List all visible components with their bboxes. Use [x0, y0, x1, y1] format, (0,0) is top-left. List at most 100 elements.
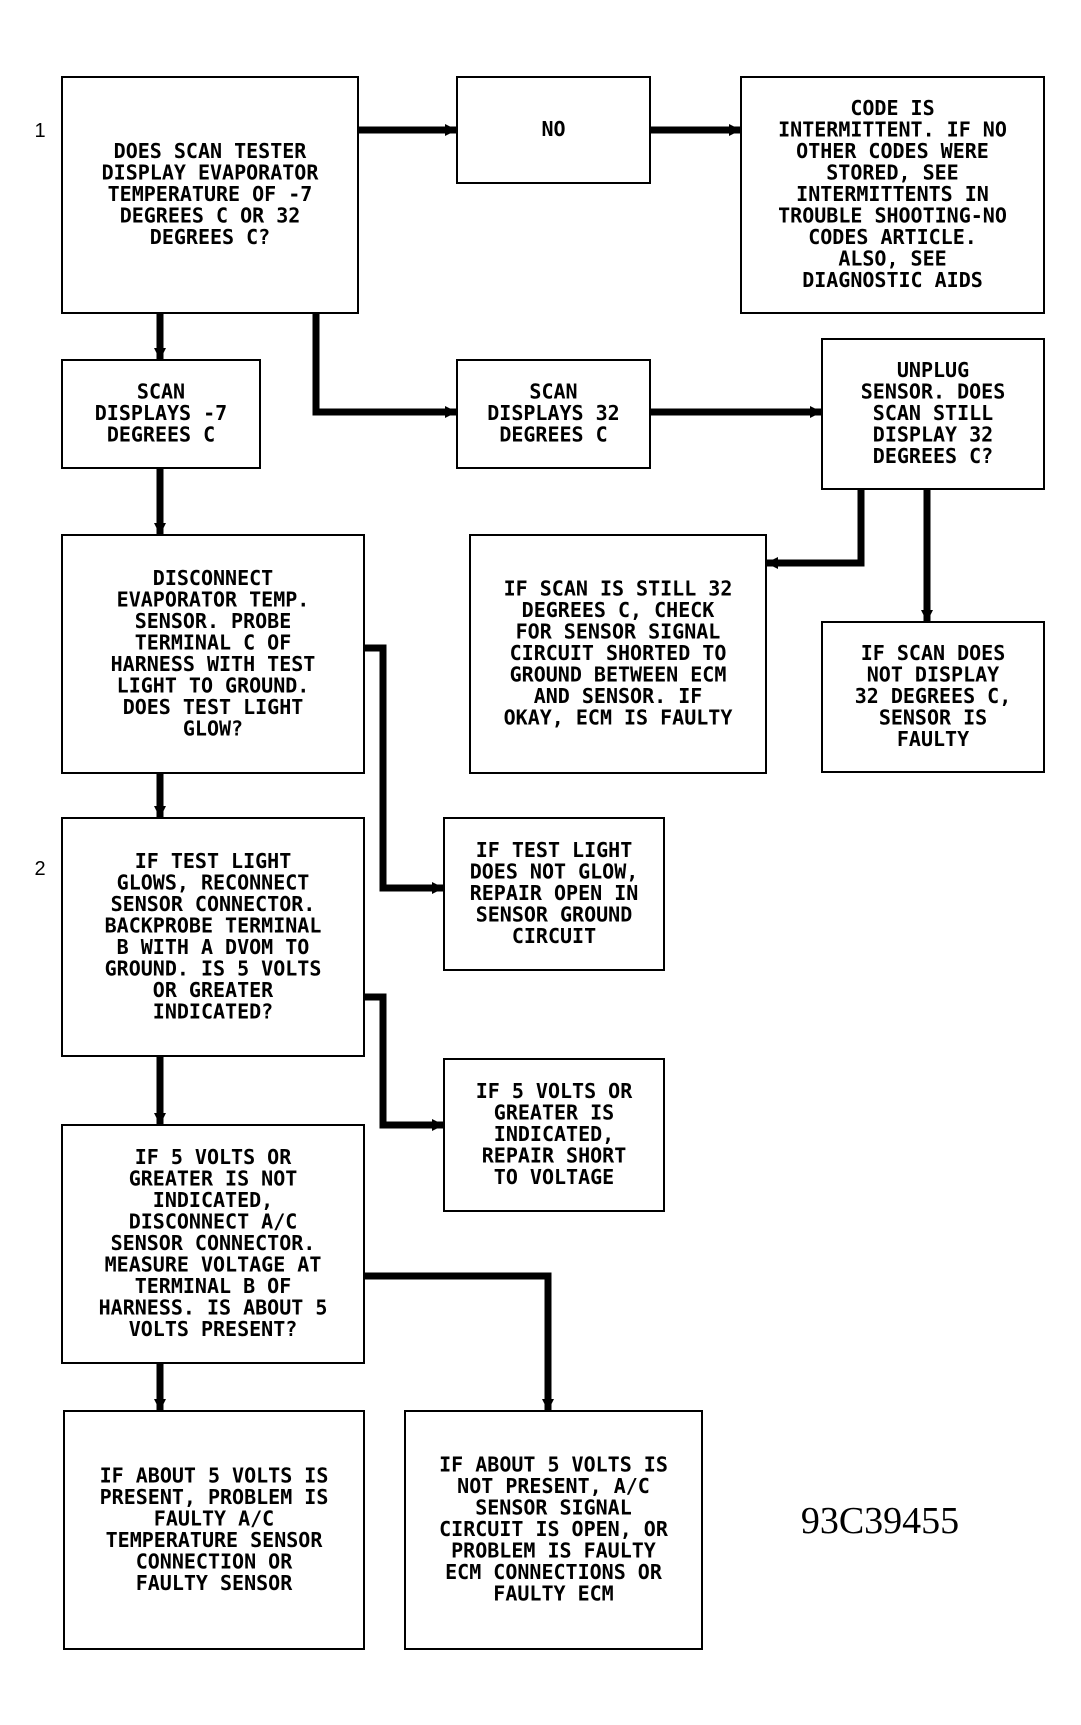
node-label-line: HARNESS WITH TEST: [111, 652, 316, 676]
node-label-line: INDICATED,: [153, 1188, 273, 1212]
node-label-line: UNPLUG: [897, 358, 969, 382]
node-label-line: EVAPORATOR TEMP.: [117, 587, 310, 611]
connectors: [154, 124, 933, 1411]
arrow-not-indicated-to-not-present: [364, 1272, 554, 1411]
node-label-line: CODE IS: [850, 96, 934, 120]
node-label-line: SENSOR. DOES: [861, 380, 1006, 404]
node-label-line: NO: [541, 117, 565, 141]
node-label-line: IF SCAN IS STILL 32: [504, 577, 733, 601]
node-label-line: INDICATED,: [494, 1122, 614, 1146]
node-label-line: TEMPERATURE OF -7: [108, 182, 313, 206]
node-label-line: GREATER IS: [494, 1101, 614, 1125]
node-label-line: SENSOR SIGNAL: [475, 1496, 632, 1520]
node-label-line: STORED, SEE: [826, 161, 958, 185]
node-label-line: DISPLAY EVAPORATOR: [102, 161, 320, 185]
node-label-line: MEASURE VOLTAGE AT: [105, 1253, 322, 1277]
node-label-line: INDICATED?: [153, 999, 273, 1023]
node-label-line: DISCONNECT: [153, 566, 273, 590]
node-label-line: SENSOR. PROBE: [135, 609, 292, 633]
node-label-line: INTERMITTENTS IN: [796, 182, 989, 206]
arrow-unplug-to-not-32: [921, 489, 933, 622]
node-box: [61, 1124, 365, 1364]
node-label-line: SCAN: [137, 380, 185, 404]
arrow-disconnect-to-glows: [154, 773, 166, 818]
node-label-line: GROUND BETWEEN ECM: [510, 663, 727, 687]
node-label-line: DISPLAYS 32: [487, 401, 619, 425]
node-no: NO: [456, 76, 651, 184]
node-label-line: OKAY, ECM IS FAULTY: [504, 706, 733, 730]
node-label-line: DIAGNOSTIC AIDS: [802, 268, 983, 292]
arrow-scan-minus7-to-disconnect: [154, 468, 166, 535]
node-box: [61, 534, 365, 774]
node-label-line: IF 5 VOLTS OR: [135, 1145, 292, 1169]
node-label-line: OR GREATER: [153, 978, 274, 1002]
arrow-glows-to-not-indicated: [154, 1056, 166, 1125]
node-label-line: DOES SCAN TESTER: [114, 139, 308, 163]
arrow-unplug-to-still-32: [766, 489, 865, 569]
node-label-line: SCAN STILL: [873, 401, 993, 425]
node-label-line: GLOWS, RECONNECT: [117, 870, 310, 894]
node-box: [63, 1410, 365, 1650]
node-label-line: NOT DISPLAY: [867, 663, 999, 687]
node-box: [821, 338, 1045, 490]
node-label-line: GROUND. IS 5 VOLTS: [105, 956, 322, 980]
node-label-line: TO VOLTAGE: [494, 1165, 614, 1189]
node-label-line: DISPLAYS -7: [95, 401, 227, 425]
arrow-scan-32-to-unplug: [650, 406, 822, 418]
node-label-line: 32 DEGREES C,: [855, 684, 1012, 708]
node-box: [61, 359, 261, 469]
node-label-line: SENSOR CONNECTOR.: [111, 1231, 316, 1255]
node-label-line: IF ABOUT 5 VOLTS IS: [439, 1453, 668, 1477]
node-label-line: FAULTY A/C: [154, 1506, 274, 1530]
node-label-line: ECM CONNECTIONS OR: [445, 1560, 663, 1584]
node-label-line: PRESENT, PROBLEM IS: [100, 1485, 329, 1509]
node-label-line: DEGREES C: [107, 423, 215, 447]
node-label-line: DEGREES C?: [150, 225, 270, 249]
node-label-line: FAULTY ECM: [493, 1582, 613, 1606]
figure-id: 93C39455: [801, 1500, 959, 1542]
arrow-no-to-intermittent: [650, 124, 741, 136]
arrow-glows-to-five-volts: [364, 993, 444, 1131]
node-label-line: B WITH A DVOM TO: [117, 935, 310, 959]
node-label-line: CIRCUIT IS OPEN, OR: [439, 1517, 669, 1541]
node-label-line: INTERMITTENT. IF NO: [778, 118, 1007, 142]
node-label-line: VOLTS PRESENT?: [129, 1317, 298, 1341]
node-label-line: OTHER CODES WERE: [796, 139, 989, 163]
node-box: [740, 76, 1045, 314]
node-label-line: IF SCAN DOES: [861, 641, 1006, 665]
node-box: [61, 76, 359, 314]
node-label-line: TERMINAL B OF: [135, 1274, 292, 1298]
node-label-line: DEGREES C: [499, 423, 607, 447]
node-label-line: GLOW?: [183, 716, 243, 740]
node-box: [443, 817, 665, 971]
node-label-line: TERMINAL C OF: [135, 630, 292, 654]
node-box: [404, 1410, 703, 1650]
node-label-line: CONNECTION OR: [136, 1549, 293, 1573]
node-box: [821, 621, 1045, 773]
node-label-line: FAULTY SENSOR: [136, 1571, 293, 1595]
node-label-line: TEMPERATURE SENSOR: [106, 1528, 324, 1552]
node-label-line: IF 5 VOLTS OR: [476, 1079, 633, 1103]
node-box: [456, 76, 651, 184]
node-label-line: SENSOR CONNECTOR.: [111, 892, 316, 916]
node-label-line: DOES TEST LIGHT: [123, 695, 304, 719]
node-label-line: LIGHT TO GROUND.: [117, 673, 310, 697]
node-label-line: AND SENSOR. IF: [534, 684, 703, 708]
node-label-line: ALSO, SEE: [838, 247, 946, 271]
node-box: [443, 1058, 665, 1212]
node-label-line: DEGREES C, CHECK: [522, 598, 715, 622]
arrow-not-indicated-to-present: [154, 1363, 166, 1411]
node-label-line: CODES ARTICLE.: [808, 225, 977, 249]
arrow-question-to-no: [358, 124, 457, 136]
node-label-line: DEGREES C OR 32: [120, 204, 301, 228]
node-label-line: BACKPROBE TERMINAL: [105, 913, 322, 937]
